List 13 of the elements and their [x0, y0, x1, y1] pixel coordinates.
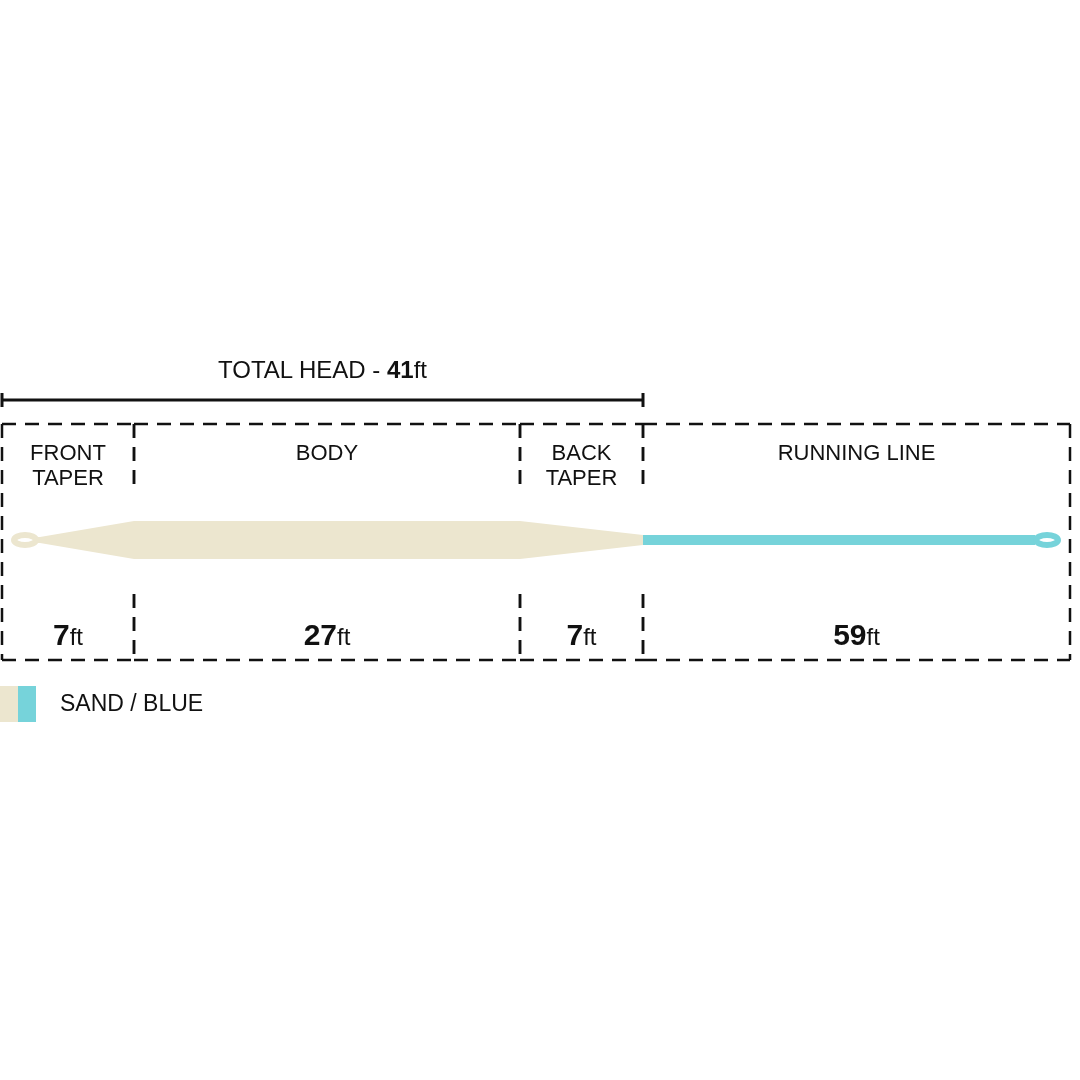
- dimension-label: TOTAL HEAD - 41ft: [218, 356, 427, 383]
- length-label: 27ft: [303, 618, 351, 652]
- section-name: FRONT TAPER: [29, 440, 107, 490]
- section-name: BACK TAPER: [544, 440, 619, 490]
- length-label: 7ft: [566, 618, 597, 652]
- length-label: 59ft: [833, 618, 880, 652]
- dashed-section-box: [2, 424, 134, 660]
- section-name: RUNNING LINE: [776, 440, 937, 465]
- length-label: 7ft: [53, 618, 83, 652]
- legend-label: SAND / BLUE: [60, 690, 204, 717]
- dashed-section-box: [520, 424, 643, 660]
- dashed-section-box: [643, 424, 1070, 660]
- section-name: BODY: [294, 440, 360, 465]
